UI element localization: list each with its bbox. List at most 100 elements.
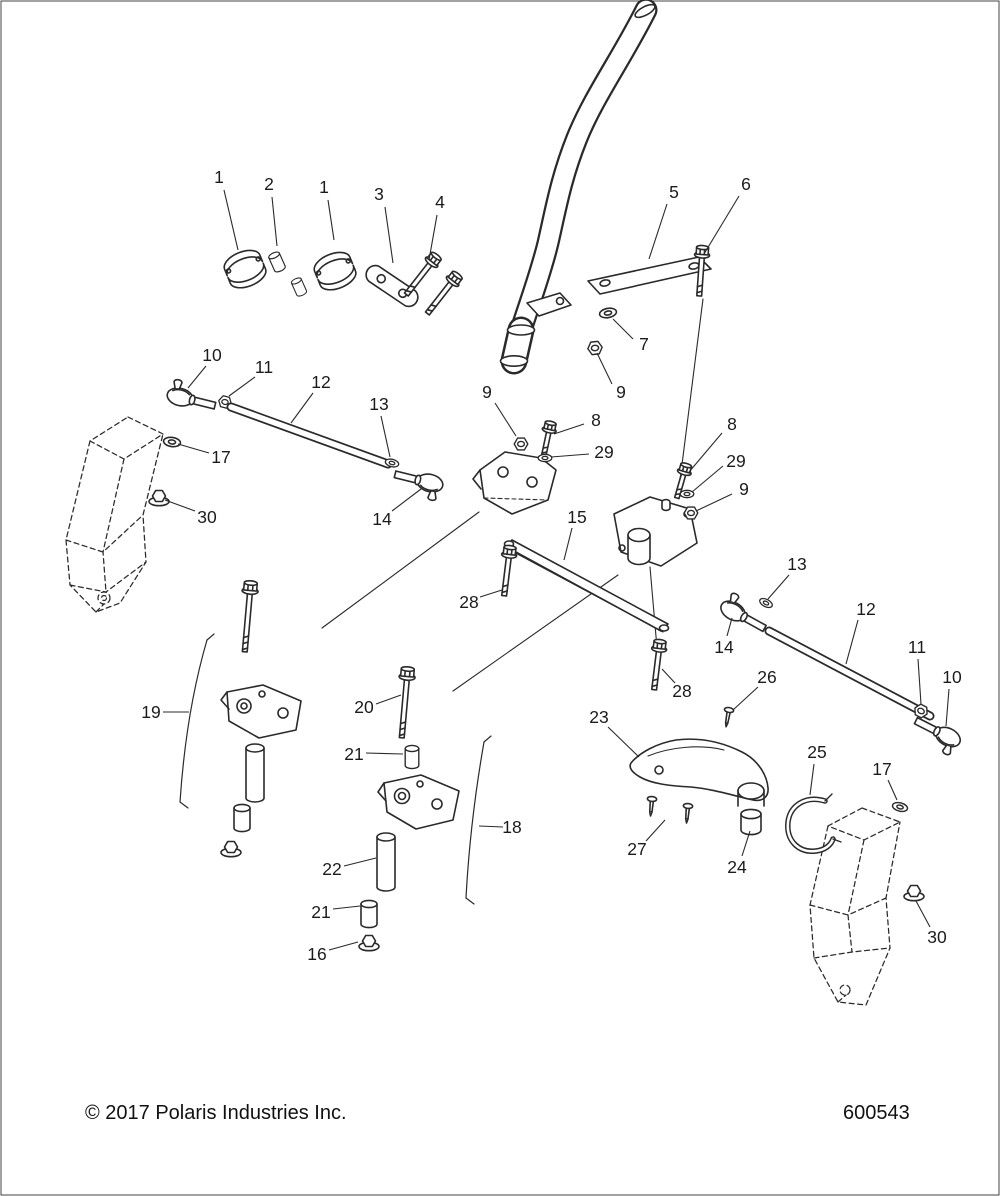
washer-13-right bbox=[757, 595, 775, 611]
bolt-8-idler bbox=[535, 419, 559, 459]
shaft-clamp-1b bbox=[310, 246, 361, 296]
callout-leader-6 bbox=[703, 195, 740, 255]
tie-rod-12-left bbox=[226, 402, 393, 469]
callout-label-23: 23 bbox=[589, 707, 608, 727]
screw-27a bbox=[645, 795, 658, 818]
callout-label-12: 12 bbox=[856, 599, 875, 619]
callout-leader-11 bbox=[917, 658, 922, 705]
callout-leader-9 bbox=[596, 352, 613, 385]
callout-label-24: 24 bbox=[727, 857, 747, 877]
callout-leader-17 bbox=[177, 443, 210, 454]
bolt-20 bbox=[393, 665, 417, 740]
callout-leader-16 bbox=[328, 941, 359, 951]
frame-mount-left bbox=[65, 416, 164, 613]
group-brace-18 bbox=[465, 735, 492, 905]
callout-label-5: 5 bbox=[669, 182, 679, 202]
bushing-left bbox=[233, 803, 251, 833]
callout-leader-14 bbox=[726, 617, 733, 637]
callout-leader-30 bbox=[164, 499, 196, 512]
callout-leader-9 bbox=[695, 493, 733, 512]
callout-label-10: 10 bbox=[942, 667, 962, 687]
callout-leader-11 bbox=[228, 376, 256, 397]
steering-column bbox=[499, 0, 658, 375]
screw-26 bbox=[720, 706, 735, 729]
tie-rod-end-14-left bbox=[390, 465, 446, 503]
callout-label-14: 14 bbox=[372, 509, 392, 529]
part-number-text: 600543 bbox=[843, 1102, 910, 1124]
callout-leader-18 bbox=[478, 825, 504, 828]
link-bar-15 bbox=[503, 539, 670, 633]
bolt-28-right bbox=[645, 637, 669, 692]
callout-leader-9 bbox=[494, 402, 517, 437]
callout-label-10: 10 bbox=[202, 345, 222, 365]
idler-bracket bbox=[472, 451, 557, 515]
shaft-bushing-2b bbox=[289, 276, 309, 298]
bushing-21b bbox=[360, 899, 378, 929]
pivot-bracket-center bbox=[377, 774, 460, 830]
gear-bracket bbox=[613, 496, 698, 567]
callout-leader-28 bbox=[661, 668, 676, 684]
clamp-band-25 bbox=[785, 793, 842, 854]
callout-label-14: 14 bbox=[714, 637, 734, 657]
flange-nut-30-left bbox=[148, 489, 170, 507]
nut-9-gear bbox=[683, 506, 699, 520]
callout-label-11: 11 bbox=[908, 637, 926, 657]
callout-leader-25 bbox=[809, 763, 815, 796]
arm-bushing-24 bbox=[740, 808, 762, 836]
callout-label-18: 18 bbox=[502, 817, 521, 837]
callout-leader-2 bbox=[271, 196, 278, 247]
callout-label-16: 16 bbox=[307, 944, 326, 964]
callout-leader-20 bbox=[375, 694, 402, 705]
callout-leader-12 bbox=[845, 619, 859, 665]
washer-17-right bbox=[890, 800, 910, 814]
callout-label-1: 1 bbox=[319, 177, 329, 197]
support-bar-5 bbox=[587, 256, 712, 295]
callout-leader-30 bbox=[915, 900, 931, 928]
steering-arm-23 bbox=[629, 738, 769, 807]
washer-29-gear bbox=[679, 489, 695, 499]
spacer-tube-left bbox=[245, 743, 265, 803]
callout-leader-8 bbox=[553, 423, 585, 435]
callout-leader-1 bbox=[223, 189, 239, 251]
callout-leader-8 bbox=[688, 432, 723, 473]
callout-label-9: 9 bbox=[482, 382, 492, 402]
callout-label-30: 30 bbox=[197, 507, 217, 527]
washer-7 bbox=[598, 306, 618, 320]
callout-label-26: 26 bbox=[757, 667, 776, 687]
callout-label-6: 6 bbox=[741, 174, 751, 194]
nut-9-idler bbox=[513, 437, 529, 451]
callout-label-19: 19 bbox=[141, 702, 160, 722]
callout-leader-3 bbox=[384, 206, 394, 264]
callout-label-7: 7 bbox=[639, 334, 649, 354]
callout-leader-27 bbox=[645, 819, 666, 842]
callout-label-25: 25 bbox=[807, 742, 826, 762]
copyright-text: © 2017 Polaris Industries Inc. bbox=[85, 1102, 347, 1124]
callout-leader-23 bbox=[607, 726, 640, 758]
washer-17-left bbox=[162, 435, 182, 449]
callout-label-21: 21 bbox=[311, 902, 330, 922]
bolt-28-left bbox=[495, 543, 519, 598]
callout-leader-22 bbox=[343, 857, 377, 867]
callout-label-12: 12 bbox=[311, 372, 330, 392]
callout-label-13: 13 bbox=[787, 554, 806, 574]
nut-9-top bbox=[586, 340, 604, 356]
callout-leader-4 bbox=[428, 214, 438, 261]
callout-label-29: 29 bbox=[726, 451, 745, 471]
callout-leader-15 bbox=[563, 527, 573, 561]
callout-label-21: 21 bbox=[344, 744, 363, 764]
callout-label-9: 9 bbox=[739, 479, 749, 499]
callout-label-22: 22 bbox=[322, 859, 341, 879]
callout-label-29: 29 bbox=[594, 442, 613, 462]
callout-leader-10 bbox=[945, 688, 950, 727]
callout-label-1: 1 bbox=[214, 167, 224, 187]
callout-leader-13 bbox=[380, 415, 391, 458]
shaft-bushing-2a bbox=[267, 250, 287, 274]
callout-leader-24 bbox=[741, 830, 751, 857]
callout-label-28: 28 bbox=[459, 592, 478, 612]
callout-label-2: 2 bbox=[264, 174, 274, 194]
group-brace-19 bbox=[179, 633, 215, 809]
callout-leader-29 bbox=[691, 465, 724, 493]
callout-leader-21 bbox=[365, 752, 404, 755]
callout-label-4: 4 bbox=[435, 192, 445, 212]
